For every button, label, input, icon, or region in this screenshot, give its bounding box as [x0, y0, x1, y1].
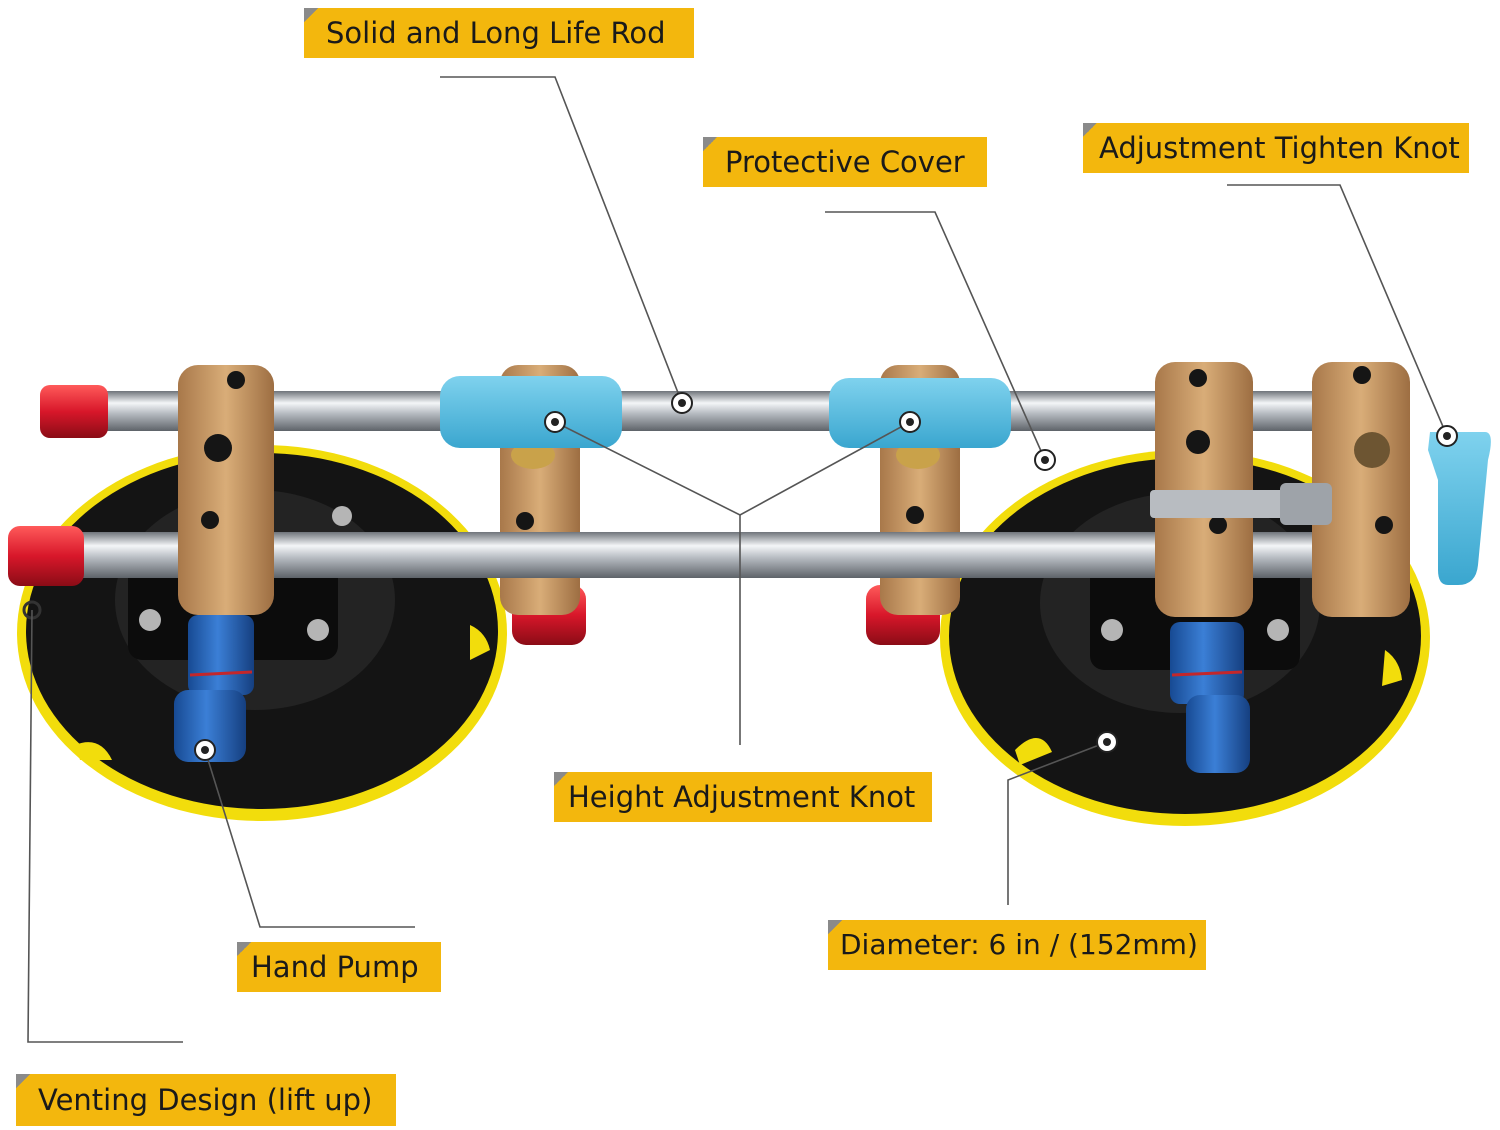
- top-rod: [40, 385, 1345, 438]
- bottom-rod: [8, 526, 1380, 586]
- right-rod-clamp: [1155, 362, 1253, 617]
- label-tighten-knot: Adjustment Tighten Knot: [1083, 123, 1469, 173]
- tighten-knob: [1428, 432, 1491, 585]
- label-diameter: Diameter: 6 in / (152mm): [828, 920, 1206, 970]
- left-hand-pump: [174, 615, 254, 762]
- screw-icon: [332, 506, 352, 526]
- end-rod-clamp: [1312, 362, 1410, 617]
- label-rod: Solid and Long Life Rod: [304, 8, 694, 58]
- right-protective-cover: [829, 378, 1011, 448]
- label-height-knot: Height Adjustment Knot: [554, 772, 932, 822]
- screw-icon: [1267, 619, 1289, 641]
- leader-lines: [27, 76, 1448, 1043]
- screw-icon: [139, 609, 161, 631]
- screw-icon: [307, 619, 329, 641]
- screw-icon: [1101, 619, 1123, 641]
- red-end-cap: [8, 526, 84, 586]
- red-end-cap: [40, 385, 108, 438]
- label-protective-cover: Protective Cover: [703, 137, 987, 187]
- left-protective-cover: [440, 376, 622, 448]
- label-venting: Venting Design (lift up): [16, 1074, 396, 1126]
- right-hand-pump: [1170, 622, 1250, 773]
- left-rod-clamp: [178, 365, 274, 615]
- callout-markers: [194, 392, 1458, 761]
- label-hand-pump: Hand Pump: [237, 942, 441, 992]
